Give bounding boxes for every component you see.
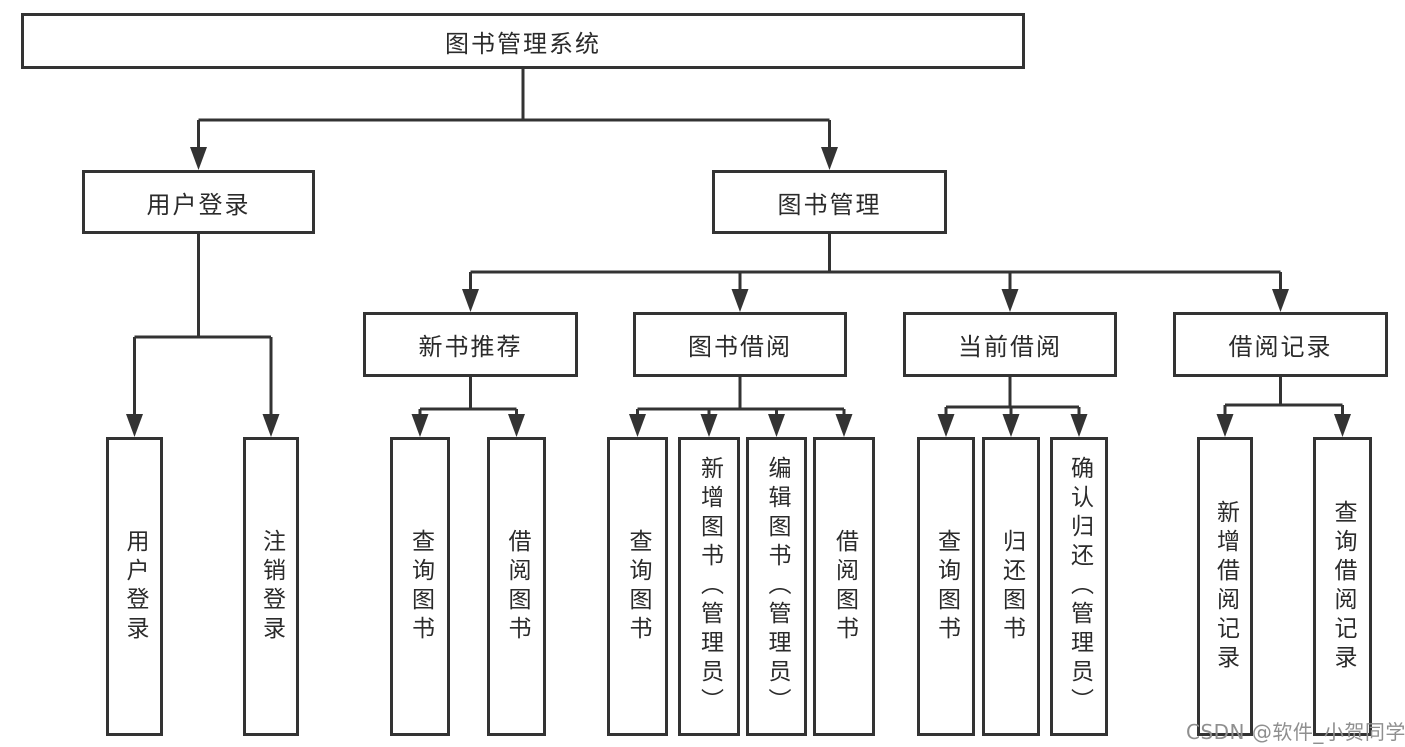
leaf-current-confirm-return-admin: 确认归还（管理员）	[1050, 437, 1108, 736]
leaf-records-query-record-label: 查询借阅记录	[1330, 499, 1356, 674]
leaf-logout-label: 注销登录	[258, 528, 285, 645]
node-root: 图书管理系统	[21, 13, 1025, 69]
leaf-user-login-label: 用户登录	[122, 528, 148, 645]
leaf-borrow-query-book-label: 查询图书	[625, 528, 651, 645]
arrowhead	[1334, 414, 1351, 437]
leaf-current-return-book-label: 归还图书	[998, 528, 1025, 645]
leaf-borrow-borrow-book: 借阅图书	[813, 437, 875, 736]
arrowhead	[731, 289, 749, 312]
leaf-borrow-add-book-admin: 新增图书（管理员）	[678, 437, 740, 736]
leaf-records-query-record: 查询借阅记录	[1313, 437, 1372, 736]
arrowhead	[821, 147, 838, 170]
leaf-recommend-query-book-label: 查询图书	[407, 528, 434, 645]
connector-records	[1223, 377, 1344, 420]
leaf-records-add-record-label: 新增借阅记录	[1212, 499, 1239, 674]
connector-user-login	[133, 234, 273, 420]
leaf-current-query-book: 查询图书	[917, 437, 975, 736]
arrowhead	[1272, 289, 1289, 312]
arrowhead	[262, 414, 280, 437]
leaf-borrow-add-book-admin-label: 新增图书（管理员）	[696, 456, 723, 717]
node-user-login: 用户登录	[82, 170, 315, 234]
connector-new-book	[418, 377, 518, 420]
connector-borrow	[636, 377, 846, 420]
leaf-borrow-edit-book-admin-label: 编辑图书（管理员）	[764, 456, 790, 717]
leaf-borrow-borrow-book-label: 借阅图书	[831, 528, 858, 645]
leaf-borrow-query-book: 查询图书	[607, 437, 668, 736]
connector-book-mgmt	[469, 234, 1282, 294]
leaf-current-confirm-return-admin-label: 确认归还（管理员）	[1066, 456, 1093, 717]
arrowhead	[462, 289, 479, 312]
node-root-label: 图书管理系统	[445, 29, 601, 58]
connector-root-to-level2	[197, 69, 831, 152]
csdn-watermark: CSDN @软件_小贺同学	[1186, 720, 1405, 744]
arrowhead	[700, 414, 718, 437]
arrowhead	[1002, 414, 1020, 437]
node-borrow-records-label: 借阅记录	[1228, 333, 1333, 361]
arrowhead	[937, 414, 955, 437]
leaf-records-add-record: 新增借阅记录	[1197, 437, 1253, 736]
node-book-borrow: 图书借阅	[633, 312, 847, 377]
node-book-mgmt-label: 图书管理	[777, 190, 882, 219]
leaf-recommend-query-book: 查询图书	[390, 437, 450, 736]
node-book-mgmt: 图书管理	[712, 170, 947, 234]
arrowhead	[1216, 414, 1234, 437]
node-new-book-recommend-label: 新书推荐	[418, 333, 523, 361]
arrowhead	[411, 414, 429, 437]
leaf-current-query-book-label: 查询图书	[933, 528, 960, 645]
arrowhead	[1001, 289, 1019, 312]
leaf-borrow-edit-book-admin: 编辑图书（管理员）	[746, 437, 807, 736]
node-user-login-label: 用户登录	[146, 190, 251, 219]
leaf-logout: 注销登录	[243, 437, 299, 736]
node-current-borrow: 当前借阅	[903, 312, 1117, 377]
leaf-recommend-borrow-book: 借阅图书	[487, 437, 546, 736]
arrowhead	[629, 414, 646, 437]
leaf-current-return-book: 归还图书	[982, 437, 1040, 736]
node-new-book-recommend: 新书推荐	[363, 312, 578, 377]
leaf-recommend-borrow-book-label: 借阅图书	[504, 528, 530, 645]
leaf-user-login: 用户登录	[106, 437, 163, 736]
node-current-borrow-label: 当前借阅	[958, 333, 1062, 361]
arrowhead	[835, 414, 853, 437]
arrowhead	[508, 414, 525, 437]
arrowhead	[190, 147, 207, 170]
arrowhead	[126, 414, 143, 437]
node-borrow-records: 借阅记录	[1173, 312, 1388, 377]
connector-current	[944, 377, 1081, 420]
node-book-borrow-label: 图书借阅	[688, 333, 792, 361]
arrowhead	[1070, 414, 1088, 437]
arrowhead	[768, 414, 785, 437]
